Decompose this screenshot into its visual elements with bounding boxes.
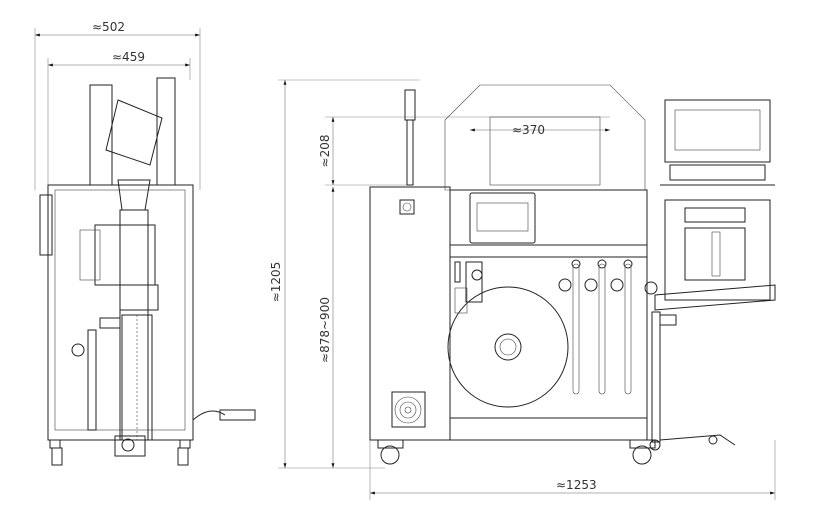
- dimension-hood-width: ≈370: [470, 123, 610, 137]
- applicator-unit: [649, 99, 776, 451]
- beacon-height-label: ≈208: [318, 135, 332, 168]
- dimension-frame-depth: ≈459: [47, 50, 191, 190]
- cooling-fan: [391, 391, 426, 428]
- hood-width-label: ≈370: [512, 123, 545, 137]
- main-body: [449, 189, 648, 441]
- beacon-lamp: [404, 89, 416, 121]
- caster-wheel: [380, 445, 400, 465]
- hood: [444, 84, 646, 191]
- dimension-beacon-height: ≈208: [318, 116, 610, 186]
- dimension-table-height: ≈878~900: [318, 187, 335, 468]
- guide-rollers: [558, 259, 658, 295]
- side-view: [39, 77, 256, 466]
- caster-wheel: [632, 445, 652, 465]
- overall-depth-label: ≈502: [92, 20, 125, 34]
- dimension-overall-depth: ≈502: [34, 20, 201, 190]
- table-height-label: ≈878~900: [318, 297, 332, 363]
- overall-width-label: ≈1253: [556, 478, 597, 492]
- label-reel: [447, 286, 569, 408]
- frame-depth-label: ≈459: [112, 50, 145, 64]
- monitor: [664, 99, 771, 163]
- main-switch: [399, 199, 415, 215]
- touch-screen: [469, 192, 536, 244]
- dimension-overall-height: ≈1205: [269, 79, 420, 469]
- dimension-overall-width: ≈1253: [369, 440, 776, 500]
- front-view: [369, 84, 658, 465]
- overall-height-label: ≈1205: [269, 262, 283, 303]
